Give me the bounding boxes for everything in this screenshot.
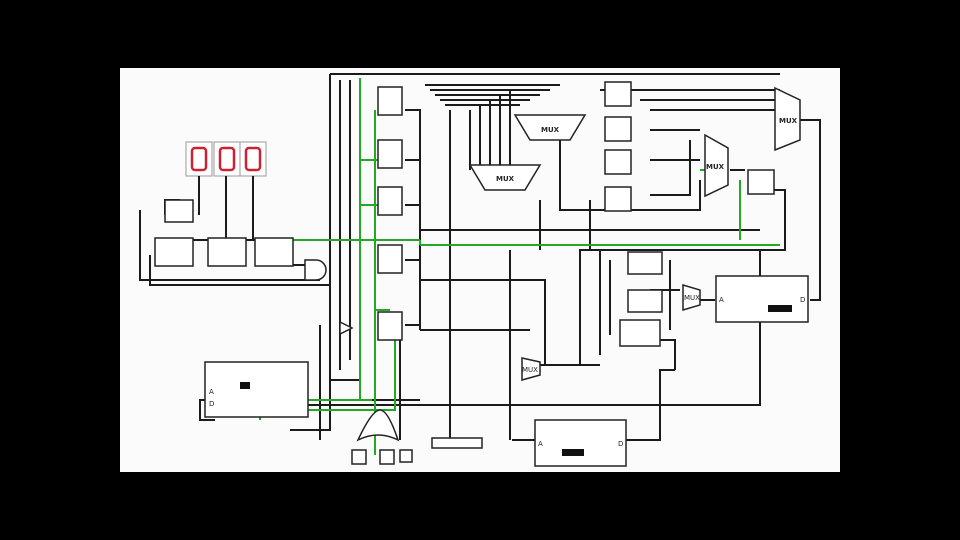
muxes xyxy=(468,86,801,381)
logisim-canvas[interactable]: MUX MUX MUX MUX MUX MUX A D A D A D xyxy=(120,68,840,472)
ram-bottom xyxy=(534,419,627,467)
port-d-label: D xyxy=(209,400,214,408)
ram-right xyxy=(715,275,809,323)
rom-left xyxy=(204,361,309,418)
mux-label: MUX xyxy=(496,175,515,183)
wires xyxy=(139,73,821,441)
seven-segment-display xyxy=(185,141,267,177)
mux-label: MUX xyxy=(684,294,700,302)
registers xyxy=(377,86,403,341)
port-a-label: A xyxy=(719,296,724,304)
mux-label: MUX xyxy=(522,366,538,374)
mux-label: MUX xyxy=(541,126,560,134)
active-wires xyxy=(259,78,780,455)
circuit-diagram: MUX MUX MUX MUX MUX MUX A D A D A D xyxy=(139,73,821,467)
port-a-label: A xyxy=(209,388,214,396)
mux-label: MUX xyxy=(706,163,725,171)
mux-label: MUX xyxy=(779,117,798,125)
input-pin[interactable] xyxy=(379,449,395,465)
input-pin[interactable] xyxy=(351,449,367,465)
output-pin xyxy=(399,449,413,463)
port-a-label: A xyxy=(538,440,543,448)
or-gate xyxy=(356,409,400,442)
port-d-label: D xyxy=(618,440,623,448)
not-gate xyxy=(339,320,354,336)
port-d-label: D xyxy=(800,296,805,304)
right-registers xyxy=(604,81,775,347)
counters xyxy=(154,199,327,281)
bit-input[interactable] xyxy=(431,437,483,449)
